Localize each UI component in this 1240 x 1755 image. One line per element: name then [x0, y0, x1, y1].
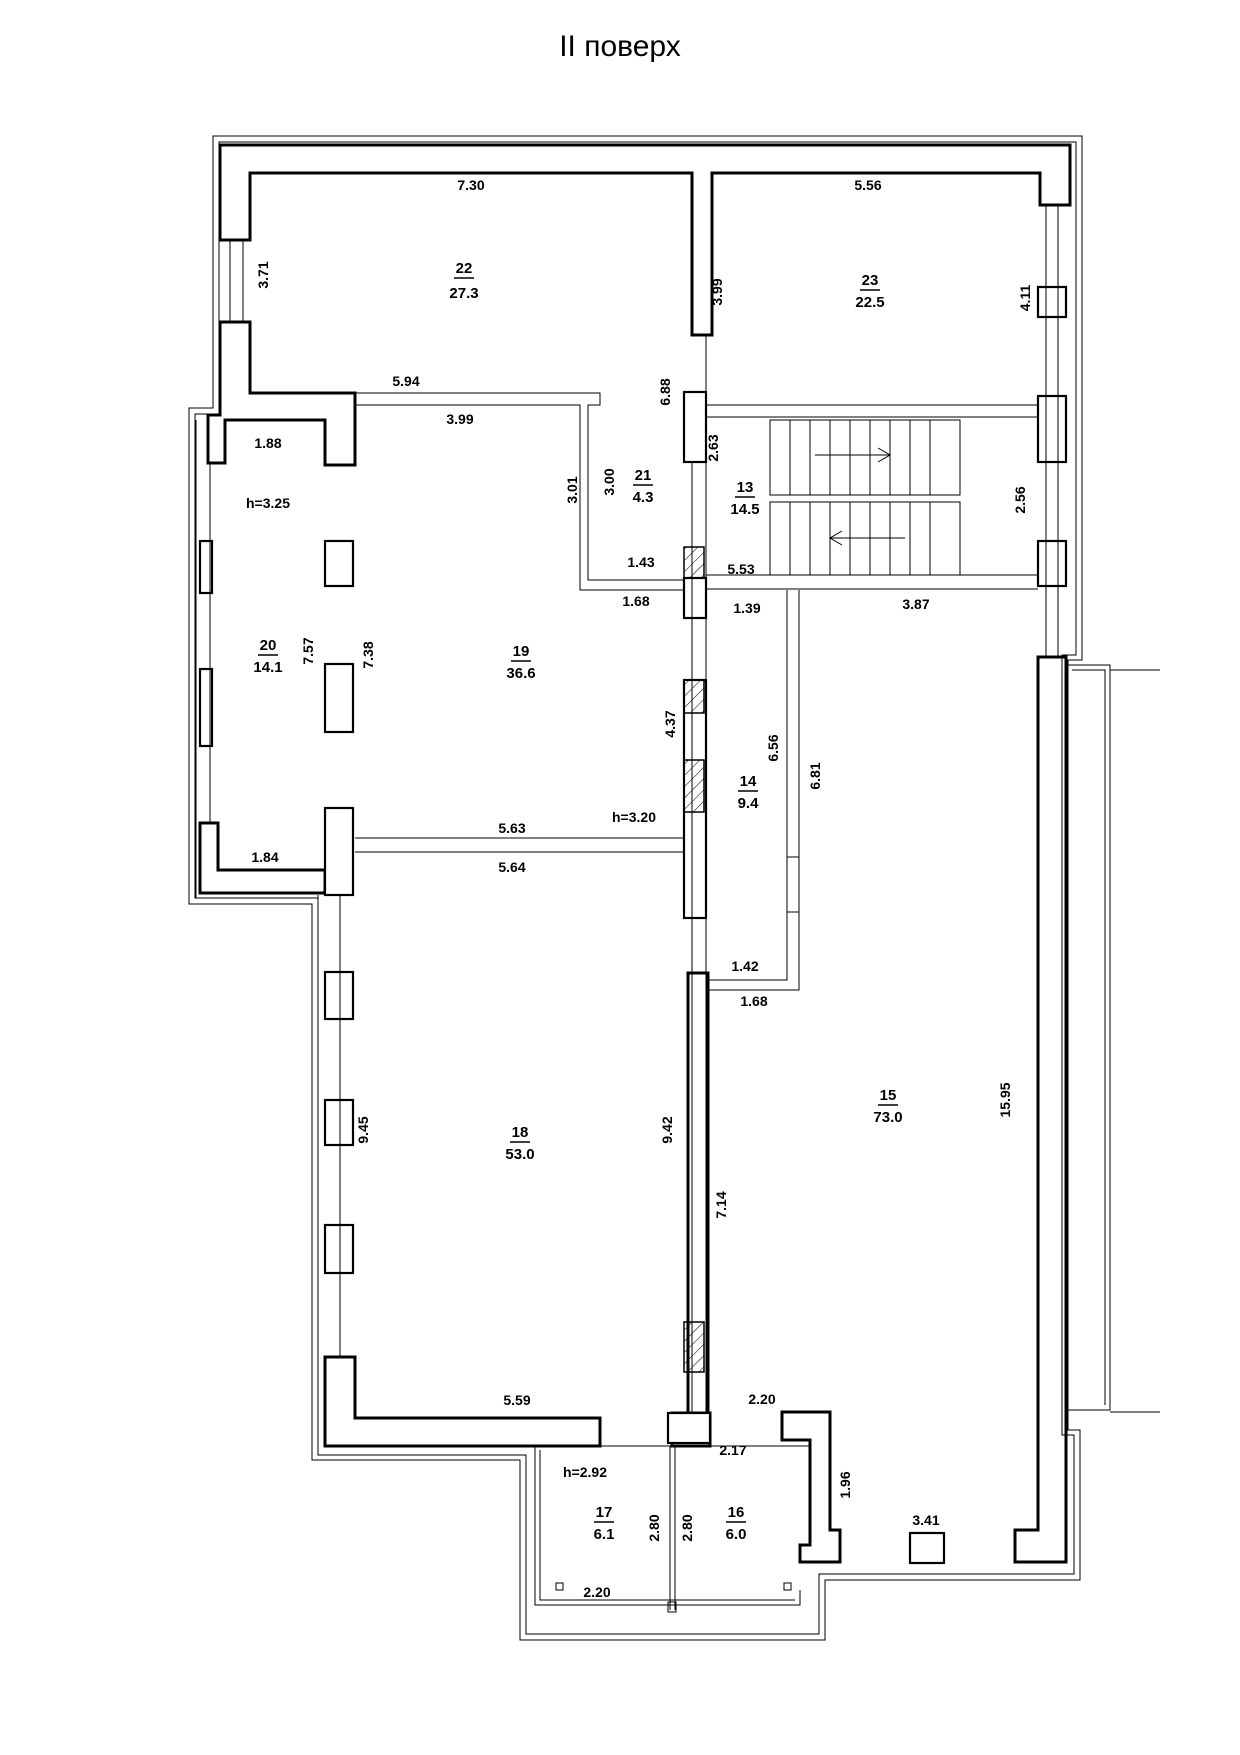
dimension: 3.41	[912, 1512, 939, 1528]
svg-text:9.4: 9.4	[738, 795, 760, 812]
height-label: h=2.92	[563, 1464, 607, 1480]
svg-text:53.0: 53.0	[505, 1146, 534, 1163]
dimension: 3.00	[601, 468, 617, 495]
dimension: 6.88	[657, 378, 673, 405]
dimension: 2.17	[719, 1442, 746, 1458]
room-15-label: 15 73.0	[873, 1087, 902, 1126]
svg-text:4.3: 4.3	[633, 489, 654, 506]
svg-text:16: 16	[728, 1504, 745, 1521]
room-22-label: 22 27.3	[449, 260, 478, 302]
room-21-label: 21 4.3	[633, 467, 654, 506]
room-labels: 22 27.3 23 22.5 21 4.3 13 14.5 20 14.1 1…	[253, 260, 902, 1543]
svg-text:23: 23	[862, 272, 879, 289]
dimension: 4.37	[662, 710, 678, 737]
svg-text:6.0: 6.0	[726, 1526, 747, 1543]
thin-partitions	[195, 205, 1160, 1613]
svg-text:14.1: 14.1	[253, 659, 282, 676]
dimension: 4.11	[1017, 285, 1033, 312]
dimension-labels: 7.30 5.56 3.71 3.99 4.11 5.94 3.99 6.88 …	[251, 177, 1033, 1600]
dimension: 1.42	[731, 958, 758, 974]
dimension: 2.80	[646, 1514, 662, 1541]
height-label: h=3.25	[246, 495, 290, 511]
dimension: 3.87	[902, 596, 929, 612]
dimension: 3.01	[564, 476, 580, 503]
dimension: 2.20	[748, 1391, 775, 1407]
dimension: 1.84	[251, 849, 278, 865]
room-14-label: 14 9.4	[738, 773, 760, 812]
dimension: 9.42	[659, 1116, 675, 1143]
dimension: 1.43	[627, 554, 654, 570]
dimension: 1.68	[622, 593, 649, 609]
dimension: 5.59	[503, 1392, 530, 1408]
room-16-label: 16 6.0	[726, 1504, 747, 1543]
svg-text:15: 15	[880, 1087, 897, 1104]
room-23-label: 23 22.5	[855, 272, 884, 311]
dimension: 6.81	[807, 762, 823, 789]
dimension: 6.56	[765, 734, 781, 761]
floor-title: II поверх	[559, 30, 681, 63]
svg-text:22.5: 22.5	[855, 294, 884, 311]
svg-text:27.3: 27.3	[449, 285, 478, 302]
dimension: 7.38	[360, 641, 376, 668]
dimension: 1.96	[837, 1471, 853, 1498]
dimension: 2.80	[679, 1514, 695, 1541]
svg-text:18: 18	[512, 1124, 529, 1141]
dimension: 3.99	[446, 411, 473, 427]
dimension: 5.63	[498, 820, 525, 836]
svg-text:14.5: 14.5	[730, 501, 759, 518]
dimension: 5.56	[854, 177, 881, 193]
room-17-label: 17 6.1	[594, 1504, 615, 1543]
hatched-partitions	[683, 546, 705, 1373]
dimension: 7.14	[713, 1191, 729, 1218]
dimension: 7.30	[457, 177, 484, 193]
walls	[198, 143, 1072, 1565]
height-label: h=3.20	[612, 809, 656, 825]
ceiling-heights: h=3.25 h=3.20 h=2.92	[246, 495, 656, 1480]
dimension: 7.57	[300, 637, 316, 664]
svg-text:21: 21	[635, 467, 652, 484]
svg-text:17: 17	[596, 1504, 613, 1521]
dimension: 2.56	[1012, 486, 1028, 513]
dimension: 5.53	[727, 561, 754, 577]
svg-text:73.0: 73.0	[873, 1109, 902, 1126]
room-19-label: 19 36.6	[506, 643, 535, 682]
dimension: 2.63	[705, 434, 721, 461]
dimension: 3.71	[255, 261, 271, 288]
dimension: 5.64	[498, 859, 525, 875]
room-18-label: 18 53.0	[505, 1124, 534, 1163]
dimension: 5.94	[392, 373, 419, 389]
building-outline	[188, 135, 1083, 1641]
svg-text:22: 22	[456, 260, 473, 277]
svg-text:20: 20	[260, 637, 277, 654]
svg-text:13: 13	[737, 479, 754, 496]
svg-text:14: 14	[740, 773, 757, 790]
dimension: 1.39	[733, 600, 760, 616]
svg-text:36.6: 36.6	[506, 665, 535, 682]
room-20-label: 20 14.1	[253, 637, 282, 676]
svg-text:6.1: 6.1	[594, 1526, 615, 1543]
dimension: 1.68	[740, 993, 767, 1009]
dimension: 1.88	[254, 435, 281, 451]
room-13-label: 13 14.5	[730, 479, 759, 518]
dimension: 3.99	[709, 278, 725, 305]
dimension: 15.95	[997, 1082, 1013, 1117]
dimension: 9.45	[355, 1116, 371, 1143]
dimension: 2.20	[583, 1584, 610, 1600]
svg-text:19: 19	[513, 643, 530, 660]
